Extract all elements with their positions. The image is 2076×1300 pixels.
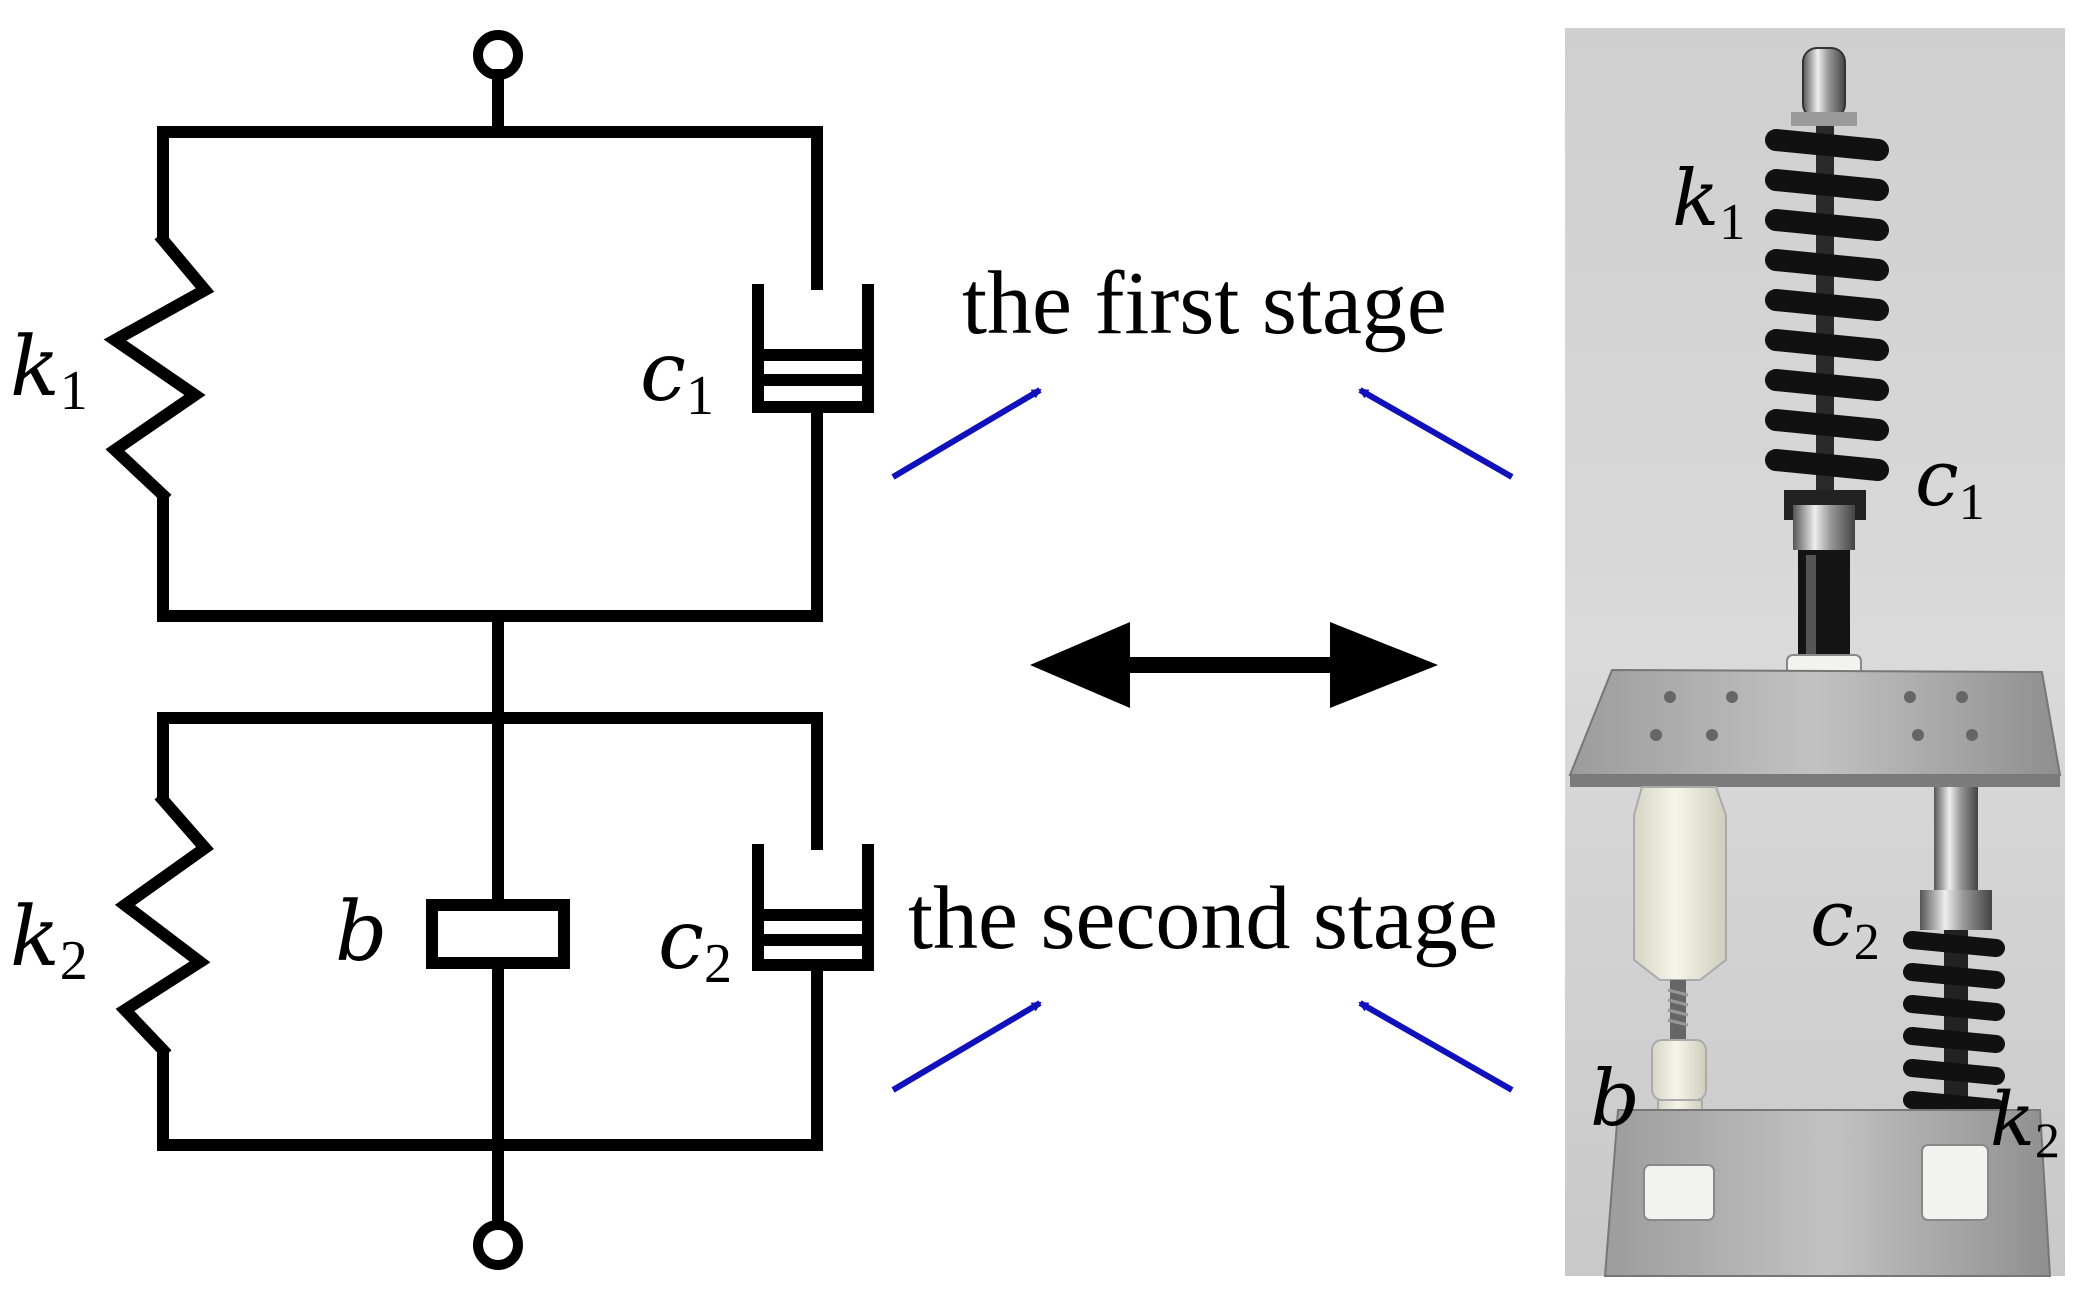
schematic-k1-label: k1 — [10, 320, 88, 422]
double-headed-arrow-icon — [1030, 622, 1438, 708]
schematic-c2-label: c2 — [658, 893, 732, 995]
k1-spring-symbol — [103, 231, 215, 504]
first-stage-frame — [157, 126, 823, 622]
captions: the first stage the second stage — [908, 254, 1498, 968]
pointer-arrows — [891, 387, 1514, 1093]
photo-k1-label: k1 — [1672, 154, 1745, 251]
schematic-k2-label: k2 — [10, 890, 88, 992]
schematic: k1 c1 k2 b c2 — [10, 30, 874, 1270]
c1-dashpot-cylinder — [752, 284, 874, 386]
blue-arrow-icon — [891, 387, 1042, 480]
blue-arrow-icon — [1358, 1000, 1514, 1093]
first-stage-caption: the first stage — [962, 254, 1447, 353]
prototype-photo: k1 c1 c2 b k2 — [1565, 28, 2065, 1277]
photo-c2-label: c2 — [1810, 874, 1880, 971]
bottom-terminal — [473, 1220, 523, 1270]
middle-plate — [1568, 668, 2062, 776]
blue-arrow-icon — [1358, 387, 1514, 480]
second-stage-caption: the second stage — [908, 869, 1498, 968]
photo-b-label: b — [1590, 1054, 1640, 1144]
second-stage-frame — [157, 712, 823, 1151]
inerter-b-symbol — [426, 899, 570, 969]
c2-dashpot-cylinder — [752, 844, 874, 946]
blue-arrow-icon — [891, 1000, 1042, 1093]
k2-spring-symbol — [114, 791, 214, 1059]
photo-k2-label: k2 — [1990, 1077, 2060, 1168]
upper-eye-mount — [1802, 47, 1846, 119]
schematic-c1-label: c1 — [640, 325, 714, 427]
photo-c1-label: c1 — [1915, 434, 1985, 531]
upper-damper-c1 — [1793, 505, 1855, 660]
lower-damper-c2 — [1920, 787, 1992, 930]
schematic-b-label: b — [335, 885, 388, 980]
